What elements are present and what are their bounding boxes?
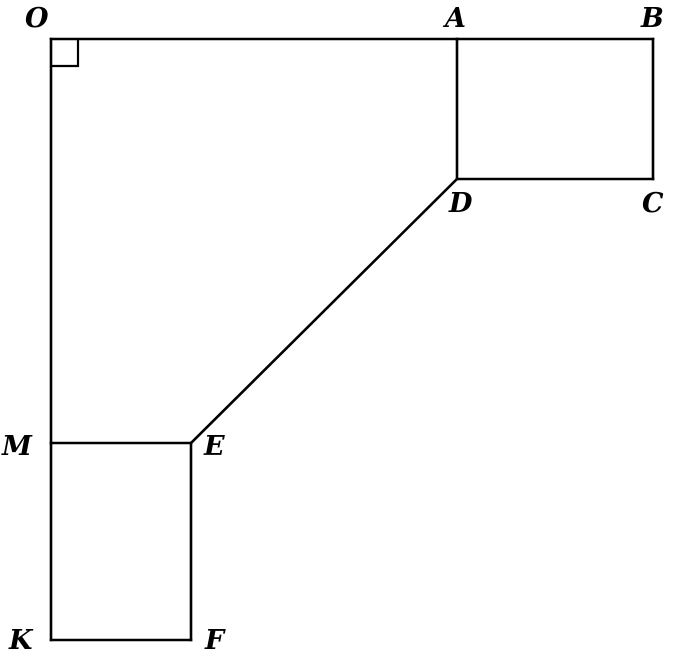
label-b: B: [640, 3, 664, 34]
label-m: M: [1, 431, 33, 462]
label-d: D: [448, 188, 473, 219]
segment-de: [189, 177, 459, 445]
label-k: K: [8, 625, 34, 656]
label-e: E: [203, 431, 225, 462]
label-o: O: [25, 3, 49, 34]
label-c: C: [642, 188, 664, 219]
label-f: F: [204, 625, 226, 656]
label-a: A: [442, 3, 466, 34]
right-angle-marker-o: [51, 39, 80, 68]
